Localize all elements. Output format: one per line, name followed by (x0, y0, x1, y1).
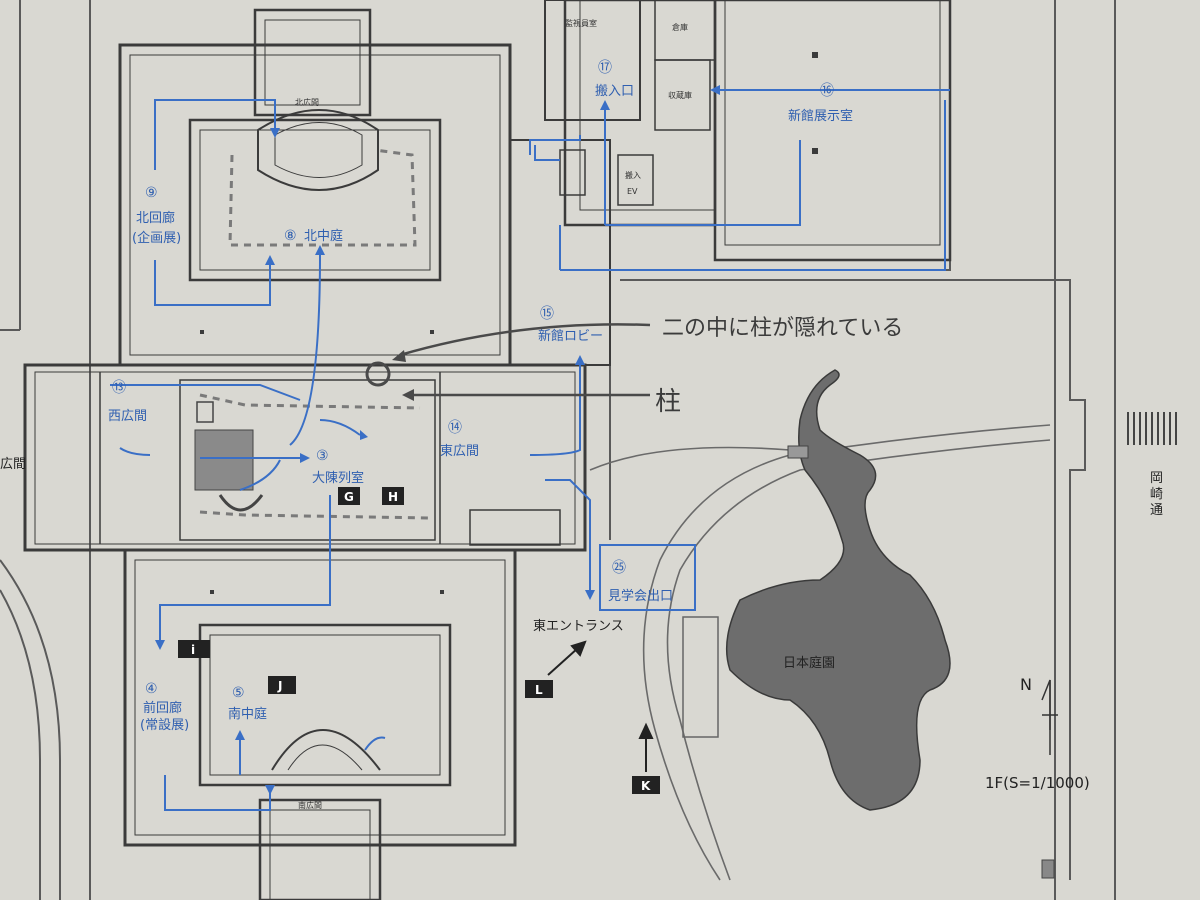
handwritten-annotations: 二の中に柱が隠れている 柱 (365, 316, 903, 417)
stop-9: ⑨ 北回廊 (企画展) (132, 185, 181, 246)
dashed-pillar-lines (199, 148, 431, 520)
tag-h-text: H (388, 490, 398, 504)
scale-label: 1F(S=1/1000) (985, 774, 1090, 792)
tag-i: i (178, 640, 210, 658)
stop-9-number: ⑨ (145, 185, 158, 201)
east-entrance-label: 東エントランス (533, 618, 624, 634)
tag-k-text: K (641, 779, 651, 793)
stop-25-number: ㉕ (612, 560, 626, 576)
stop-5-number: ⑤ (232, 685, 245, 701)
exhibit-case (196, 401, 214, 423)
stop-9-sublabel: (企画展) (132, 230, 181, 246)
stop-17-label: 搬入口 (595, 84, 634, 99)
crosswalk (1127, 412, 1177, 445)
north-arrow-icon (1041, 679, 1058, 755)
stop-15-label: 新館ロビー (538, 328, 603, 344)
tour-route (110, 89, 950, 811)
room-south-hall: 南広間 (298, 800, 322, 810)
gallery-stair (218, 494, 264, 512)
exit-highlight-box (599, 544, 696, 611)
stop-3-label: 大陳列室 (312, 470, 364, 486)
tag-i-text: i (191, 643, 195, 657)
room-hannyu: 搬入 (625, 170, 641, 180)
garden-bridge (787, 445, 809, 459)
annotation-pillar: 柱 (655, 387, 681, 417)
stop-13-label: 西広間 (108, 409, 147, 424)
stop-13-number: ⑬ (112, 380, 126, 396)
stop-4: ④ 前回廊 (常設展) (140, 681, 189, 733)
stop-3-number: ③ (316, 448, 329, 464)
room-north-hall: 北広間 (295, 97, 319, 107)
stop-15-number: ⑮ (540, 306, 554, 322)
garden-bench (682, 616, 719, 738)
tag-k: K (632, 776, 660, 794)
stop-5-label: 南中庭 (228, 706, 267, 722)
room-shuzoko: 収蔵庫 (668, 90, 692, 100)
stop-8: ⑧ 北中庭 (284, 228, 343, 244)
room-west-edge: 広間 (0, 457, 26, 472)
stop-14: ⑭ 東広間 (440, 420, 479, 459)
room-ev: EV (627, 187, 638, 196)
tag-h: H (382, 487, 404, 505)
viewpoint-arrows (547, 640, 654, 772)
street-marker (1041, 859, 1055, 879)
stop-16-number: ⑯ (820, 83, 834, 99)
stop-4-number: ④ (145, 681, 158, 697)
garden-paths (589, 424, 1051, 881)
north-letter: N (1020, 675, 1032, 694)
stop-16-label: 新館展示室 (788, 108, 853, 124)
stop-25-label: 見学会出口 (608, 588, 673, 604)
street-label-1: 岡 (1150, 471, 1163, 486)
stop-25: ㉕ 見学会出口 (608, 560, 673, 604)
tag-j: J (268, 676, 296, 694)
garden-pond (725, 369, 951, 811)
building-walls (23, 0, 952, 900)
route-arrowheads (155, 85, 720, 795)
stop-9-label: 北回廊 (136, 210, 175, 226)
stop-5: ⑤ 南中庭 (228, 685, 267, 722)
street-label-2: 崎 (1150, 487, 1163, 502)
stop-13: ⑬ 西広間 (108, 380, 147, 424)
stop-15: ⑮ 新館ロビー (538, 306, 603, 344)
stop-14-label: 東広間 (440, 443, 479, 459)
tag-l: L (525, 680, 553, 698)
stop-14-number: ⑭ (448, 420, 462, 436)
exhibit-block (194, 429, 254, 491)
pillar-circle (365, 361, 391, 387)
stop-4-label: 前回廊 (143, 700, 182, 716)
stop-8-label: 北中庭 (304, 228, 343, 244)
tag-l-text: L (535, 683, 543, 697)
annotation-hidden-pillar: 二の中に柱が隠れている (662, 316, 903, 341)
stop-4-sublabel: (常設展) (140, 717, 189, 733)
garden-label: 日本庭園 (783, 655, 835, 671)
stop-17: ⑰ 搬入口 (595, 60, 634, 99)
room-kanshi: 監視員室 (565, 18, 597, 28)
room-souko: 倉庫 (672, 22, 688, 32)
stop-8-number: ⑧ (284, 228, 297, 244)
stop-17-number: ⑰ (598, 60, 612, 76)
street-label-3: 通 (1150, 503, 1163, 518)
columns (200, 52, 818, 594)
stop-16: ⑯ 新館展示室 (788, 83, 853, 124)
tag-g: G (338, 487, 360, 505)
tag-j-text: J (277, 679, 282, 693)
stop-3: ③ 大陳列室 (312, 448, 364, 486)
tag-g-text: G (344, 490, 354, 504)
